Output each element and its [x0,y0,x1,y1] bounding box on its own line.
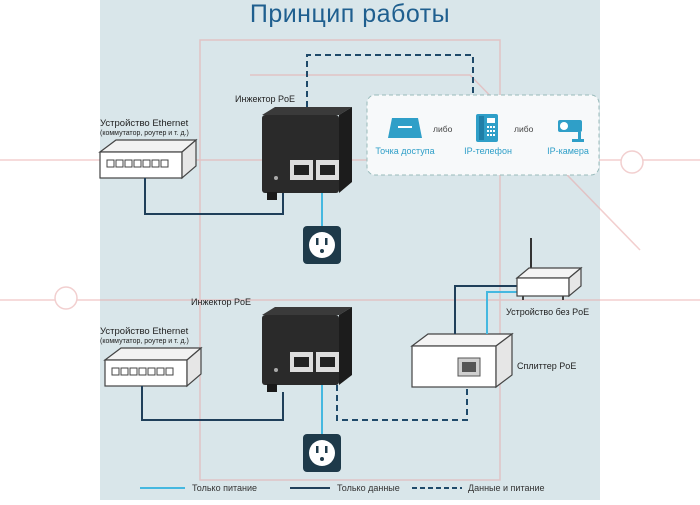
splitter-label: Сплиттер PoE [517,361,577,371]
ethernet-device-bottom-name: Устройство Ethernet [100,326,189,337]
ethernet-device-top-name: Устройство Ethernet [100,118,189,129]
legend-power-label: Только питание [192,483,258,493]
or-label-1: либо [433,124,453,134]
background-panel [100,0,600,500]
power-outlet-top-icon [303,226,341,264]
endpoint-label-access-point: Точка доступа [375,146,435,156]
endpoint-label-ip-camera: IP-камера [547,146,589,156]
ethernet-device-bottom-note: (коммутатор, роутер и т. д.) [100,338,189,345]
non-poe-device [515,238,583,300]
data-power-line-bottom [336,385,468,421]
poe-injector-top [262,107,352,193]
endpoint-label-ip-phone: IP-телефон [464,146,512,156]
poe-splitter [410,332,514,389]
ip-phone-icon [476,114,498,142]
or-label-2: либо [514,124,534,134]
data-line-splitter [454,285,525,334]
injector-bottom-cable-jack [267,384,277,392]
injector-bottom-label: Инжектор PoE [191,297,252,307]
power-line-splitter [486,291,525,334]
legend-both-label: Данные и питание [468,483,545,493]
poe-injector-bottom [262,307,352,385]
ethernet-switch-top [98,138,198,180]
injector-top-label: Инжектор PoE [235,94,296,104]
data-line-bottom [141,386,284,421]
data-power-line-top [306,54,474,107]
page-title: Принцип работы [249,0,451,28]
ethernet-switch-bottom [103,346,203,388]
data-line-top [144,178,284,215]
access-point-icon [388,118,422,138]
power-outlet-bottom-icon [303,434,341,472]
non-poe-device-label: Устройство без PoE [506,307,590,317]
ethernet-device-top-note: (коммутатор, роутер и т. д.) [100,130,189,137]
legend-data-label: Только данные [337,483,400,493]
injector-top-cable-jack [267,192,277,200]
ip-camera-icon [558,120,584,142]
